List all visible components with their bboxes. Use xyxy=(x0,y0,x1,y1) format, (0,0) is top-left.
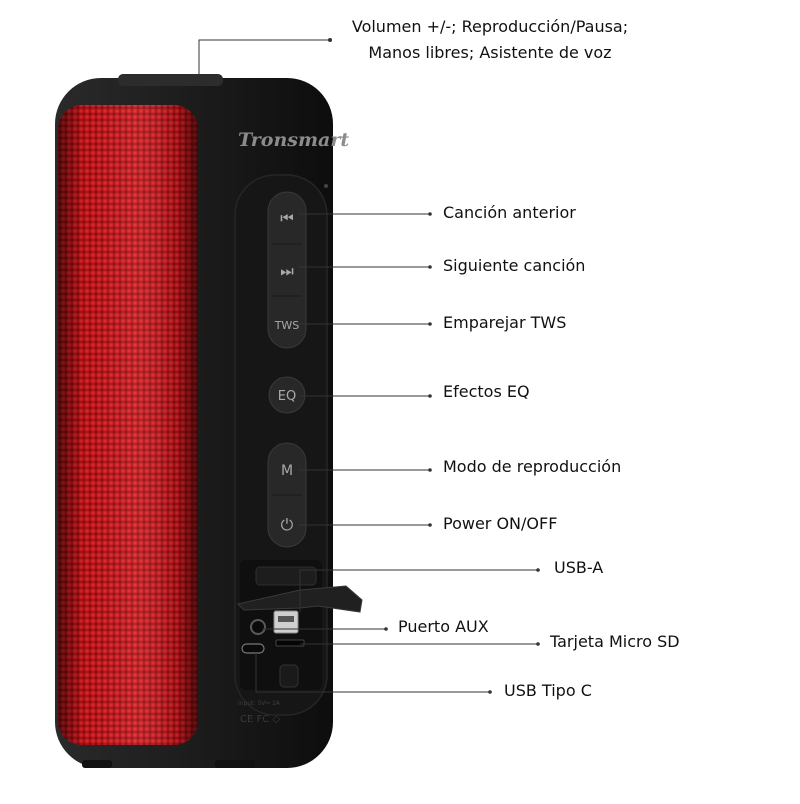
track-button-group xyxy=(267,191,307,349)
grille-shade xyxy=(58,105,198,745)
flap-tab xyxy=(279,664,299,688)
port-cover-slot xyxy=(255,566,317,586)
top-cap xyxy=(118,74,223,86)
top-callout-line-2: Manos libres; Asistente de voz xyxy=(368,43,612,62)
usb-a-tongue xyxy=(278,616,294,622)
callout-prev: Canción anterior xyxy=(443,203,576,222)
top-button-callout: Volumen +/-; Reproducción/Pausa; Manos l… xyxy=(340,14,640,66)
callout-power: Power ON/OFF xyxy=(443,514,558,533)
mic-hole xyxy=(324,184,328,188)
micro-sd-slot xyxy=(275,639,305,647)
callout-usb-a: USB-A xyxy=(554,558,604,577)
top-callout-line-1: Volumen +/-; Reproducción/Pausa; xyxy=(351,17,629,36)
callout-mode: Modo de reproducción xyxy=(443,457,622,476)
callout-usb-c: USB Tipo C xyxy=(504,681,592,700)
foot-right xyxy=(215,760,255,768)
brand-logo: Tronsmart xyxy=(238,129,349,151)
callout-micro-sd: Tarjeta Micro SD xyxy=(550,632,680,651)
callout-eq: Efectos EQ xyxy=(443,382,530,401)
callout-dots xyxy=(328,38,540,694)
callout-lines xyxy=(198,39,538,693)
callout-tws: Emparejar TWS xyxy=(443,313,567,332)
eq-label: EQ xyxy=(278,389,296,404)
next-icon[interactable]: ⏭ xyxy=(280,262,294,280)
eq-button[interactable] xyxy=(268,376,306,414)
callout-aux: Puerto AUX xyxy=(398,617,489,636)
usb-c-port xyxy=(241,643,265,654)
mode-button[interactable]: M xyxy=(281,463,293,479)
aux-port xyxy=(250,619,266,635)
prev-icon[interactable]: ⏮ xyxy=(280,209,294,227)
cert-marks: CE FC ◇ xyxy=(240,714,280,725)
tws-button[interactable]: TWS xyxy=(274,319,300,332)
callout-next: Siguiente canción xyxy=(443,256,586,275)
regulatory-text: Input: 5V⎓ 2A xyxy=(238,700,281,707)
foot-left xyxy=(82,760,112,768)
power-icon[interactable]: ⏻ xyxy=(281,515,294,534)
